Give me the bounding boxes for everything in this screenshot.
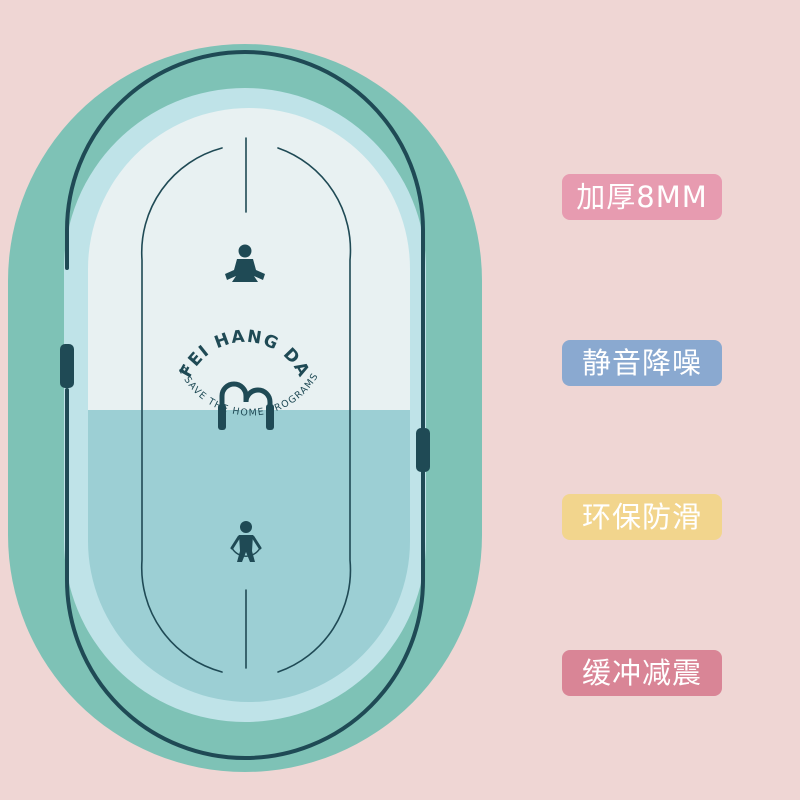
jump-rope-handle-right bbox=[416, 428, 430, 472]
track-line-left bbox=[140, 147, 223, 673]
feature-tag-eco-anti-slip: 环保防滑 bbox=[562, 494, 722, 540]
feature-tag-noise-reduction: 静音降噪 bbox=[562, 340, 722, 386]
feature-tag-thickness: 加厚8MM bbox=[562, 174, 722, 220]
feature-tag-shock-absorption: 缓冲减震 bbox=[562, 650, 722, 696]
jumping-person-icon bbox=[230, 521, 262, 562]
jump-rope-handle-left bbox=[60, 344, 74, 388]
jump-rope-cord bbox=[65, 50, 425, 760]
meditating-person-icon bbox=[225, 244, 265, 282]
jump-rope-icon bbox=[218, 381, 274, 430]
track-line-right bbox=[277, 147, 352, 673]
